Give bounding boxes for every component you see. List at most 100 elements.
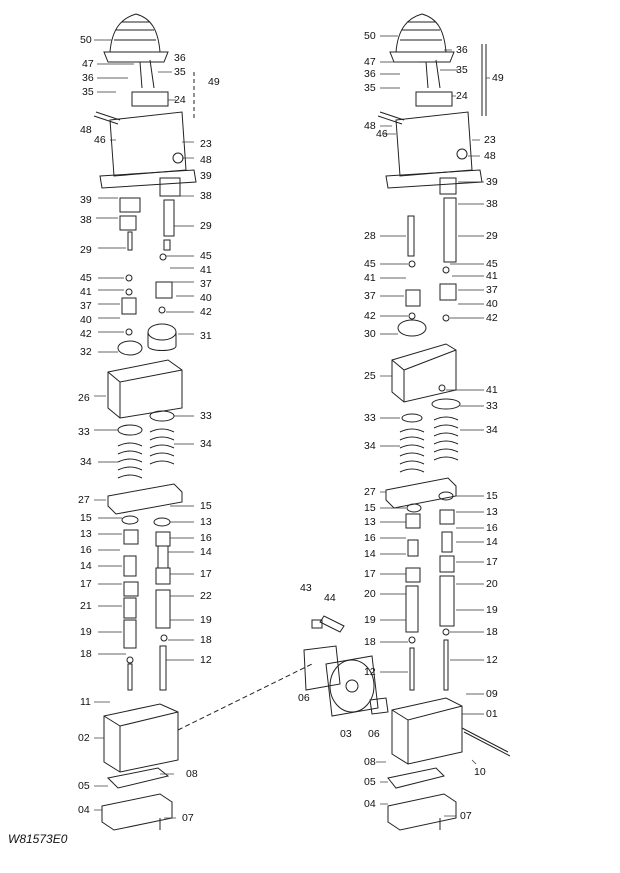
right-part-label: 06 (368, 728, 380, 740)
right-part-label: 07 (460, 810, 472, 822)
left-part-label: 48 (80, 124, 92, 136)
left-part-label: 27 (78, 494, 90, 506)
right-part-label: 17 (364, 568, 376, 580)
right-part-label: 33 (486, 400, 498, 412)
left-part-label: 18 (200, 634, 212, 646)
right-part-label: 47 (364, 56, 376, 68)
left-part-label: 05 (78, 780, 90, 792)
left-part-label: 23 (200, 138, 212, 150)
left-part-label: 29 (200, 220, 212, 232)
right-part-label: 09 (486, 688, 498, 700)
left-part-label: 15 (200, 500, 212, 512)
left-part-label: 49 (208, 76, 220, 88)
left-part-label: 15 (80, 512, 92, 524)
left-part-label: 14 (80, 560, 92, 572)
left-part-label: 36 (82, 72, 94, 84)
drawing-code: W81573E0 (8, 832, 68, 846)
left-part-label: 13 (80, 528, 92, 540)
left-part-label: 37 (200, 278, 212, 290)
right-part-label: 48 (484, 150, 496, 162)
left-part-label: 14 (200, 546, 212, 558)
right-part-label: 41 (364, 272, 376, 284)
left-part-label: 16 (80, 544, 92, 556)
left-part-label: 45 (200, 250, 212, 262)
right-part-label: 19 (364, 614, 376, 626)
left-part-label: 39 (80, 194, 92, 206)
right-part-label: 15 (486, 490, 498, 502)
left-part-label: 19 (200, 614, 212, 626)
right-part-label: 15 (364, 502, 376, 514)
left-part-label: 24 (174, 94, 186, 106)
right-part-label: 28 (364, 230, 376, 242)
right-part-label: 34 (486, 424, 498, 436)
right-part-label: 40 (486, 298, 498, 310)
right-part-label: 08 (364, 756, 376, 768)
right-part-label: 27 (364, 486, 376, 498)
right-part-label: 18 (364, 636, 376, 648)
right-part-label: 14 (364, 548, 376, 560)
left-part-label: 42 (80, 328, 92, 340)
left-part-label: 38 (200, 190, 212, 202)
left-part-label: 35 (82, 86, 94, 98)
left-part-label: 40 (80, 314, 92, 326)
right-part-label: 36 (364, 68, 376, 80)
right-part-label: 24 (456, 90, 468, 102)
left-part-label: 22 (200, 590, 212, 602)
right-part-label: 18 (486, 626, 498, 638)
right-part-label: 39 (486, 176, 498, 188)
left-part-label: 02 (78, 732, 90, 744)
left-part-label: 32 (80, 346, 92, 358)
middle-part-label: 44 (324, 592, 336, 604)
left-part-label: 29 (80, 244, 92, 256)
right-part-label: 35 (364, 82, 376, 94)
left-part-label: 41 (200, 264, 212, 276)
left-part-label: 08 (186, 768, 198, 780)
left-part-label: 33 (78, 426, 90, 438)
right-part-label: 36 (456, 44, 468, 56)
right-part-label: 45 (364, 258, 376, 270)
right-part-label: 41 (486, 270, 498, 282)
right-part-label: 05 (364, 776, 376, 788)
right-part-label: 29 (486, 230, 498, 242)
left-part-label: 12 (200, 654, 212, 666)
middle-part-label: 43 (300, 582, 312, 594)
left-part-label: 17 (200, 568, 212, 580)
left-part-label: 04 (78, 804, 90, 816)
right-part-label: 33 (364, 412, 376, 424)
right-part-label: 41 (486, 384, 498, 396)
right-part-label: 20 (486, 578, 498, 590)
right-part-label: 42 (364, 310, 376, 322)
left-part-label: 50 (80, 34, 92, 46)
left-part-label: 36 (174, 52, 186, 64)
left-part-label: 31 (200, 330, 212, 342)
left-part-label: 26 (78, 392, 90, 404)
right-part-label: 16 (486, 522, 498, 534)
right-part-label: 34 (364, 440, 376, 452)
left-part-label: 48 (200, 154, 212, 166)
right-part-label: 23 (484, 134, 496, 146)
right-part-label: 01 (486, 708, 498, 720)
left-part-label: 40 (200, 292, 212, 304)
left-part-label: 41 (80, 286, 92, 298)
left-part-label: 18 (80, 648, 92, 660)
right-part-label: 42 (486, 312, 498, 324)
right-part-label: 38 (486, 198, 498, 210)
right-part-label: 10 (474, 766, 486, 778)
right-part-label: 50 (364, 30, 376, 42)
left-part-label: 46 (94, 134, 106, 146)
left-part-label: 33 (200, 410, 212, 422)
right-part-label: 46 (376, 128, 388, 140)
left-part-label: 07 (182, 812, 194, 824)
right-part-label: 12 (364, 666, 376, 678)
left-part-label: 21 (80, 600, 92, 612)
middle-part-label: 06 (298, 692, 310, 704)
left-part-label: 45 (80, 272, 92, 284)
left-part-label: 47 (82, 58, 94, 70)
right-part-label: 14 (486, 536, 498, 548)
right-part-label: 19 (486, 604, 498, 616)
left-part-label: 42 (200, 306, 212, 318)
left-part-label: 11 (80, 696, 91, 708)
right-part-label: 03 (340, 728, 352, 740)
